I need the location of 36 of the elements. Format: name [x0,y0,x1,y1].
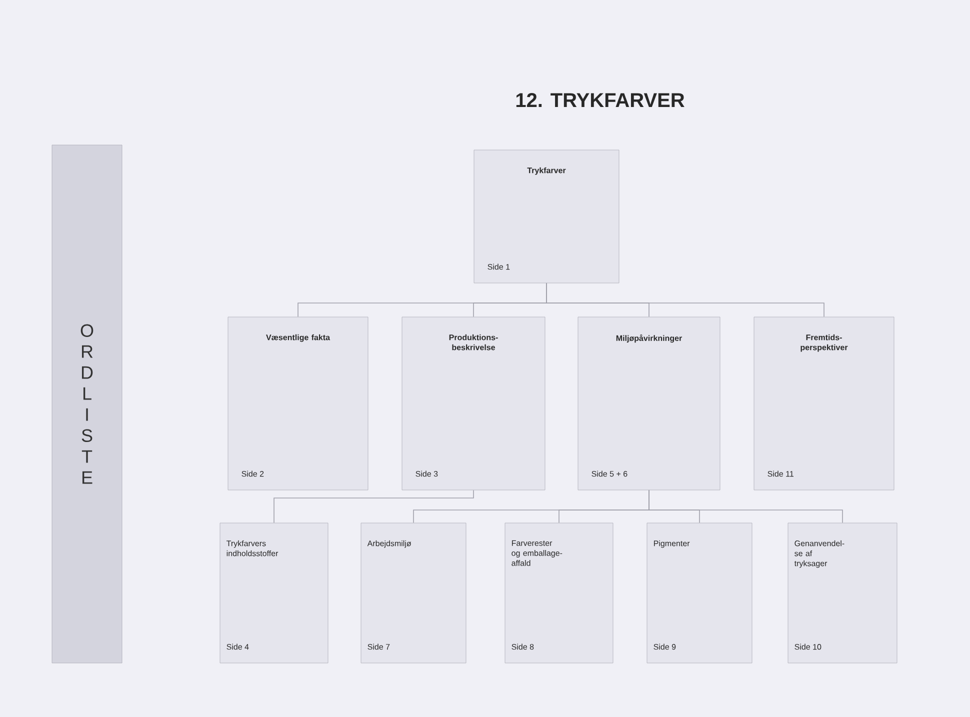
box [754,316,894,490]
box-text: Arbejdsmiljø [367,540,412,548]
page-number: Side 1 [488,264,510,270]
side-bar [52,144,122,664]
vertical-label: ORDLISTE [80,324,94,484]
page-number: Side 8 [512,644,534,650]
box [788,522,898,664]
page-number: Side 5 + 6 [592,470,628,477]
box-text: Trykfarvers indholdsstoffer [226,540,278,556]
box-text: Pigmenter [654,540,690,548]
box-heading: Væsentlige fakta [266,334,330,342]
connector-line [648,490,843,524]
box [220,522,328,664]
page-number: Side 4 [226,644,249,650]
box [474,150,620,284]
page-number: Side 2 [242,470,264,477]
page-number: Side 3 [416,470,438,477]
box [360,522,466,664]
box-heading: Trykfarver [527,167,566,175]
box-heading: Produktions- beskrivelse [449,334,498,350]
box [402,316,546,490]
page-number: Side 7 [368,644,390,650]
box [228,316,368,490]
page-number: Side 10 [794,644,822,650]
connector-line [274,490,474,524]
box-heading: Miljøpåvirkninger [616,334,682,343]
box-text: Farverester og emballage- affald [512,540,562,566]
page-number: Side 9 [654,644,676,650]
title: 12. TRYKFARVER [516,93,684,107]
box [646,522,752,664]
page-number: Side 11 [768,470,794,477]
box [578,316,720,490]
box-text: Genanvendel- se af tryksager [794,540,844,568]
connector-line [546,282,824,318]
box-heading: Fremtids- perspektiver [800,334,848,352]
box [504,522,614,664]
